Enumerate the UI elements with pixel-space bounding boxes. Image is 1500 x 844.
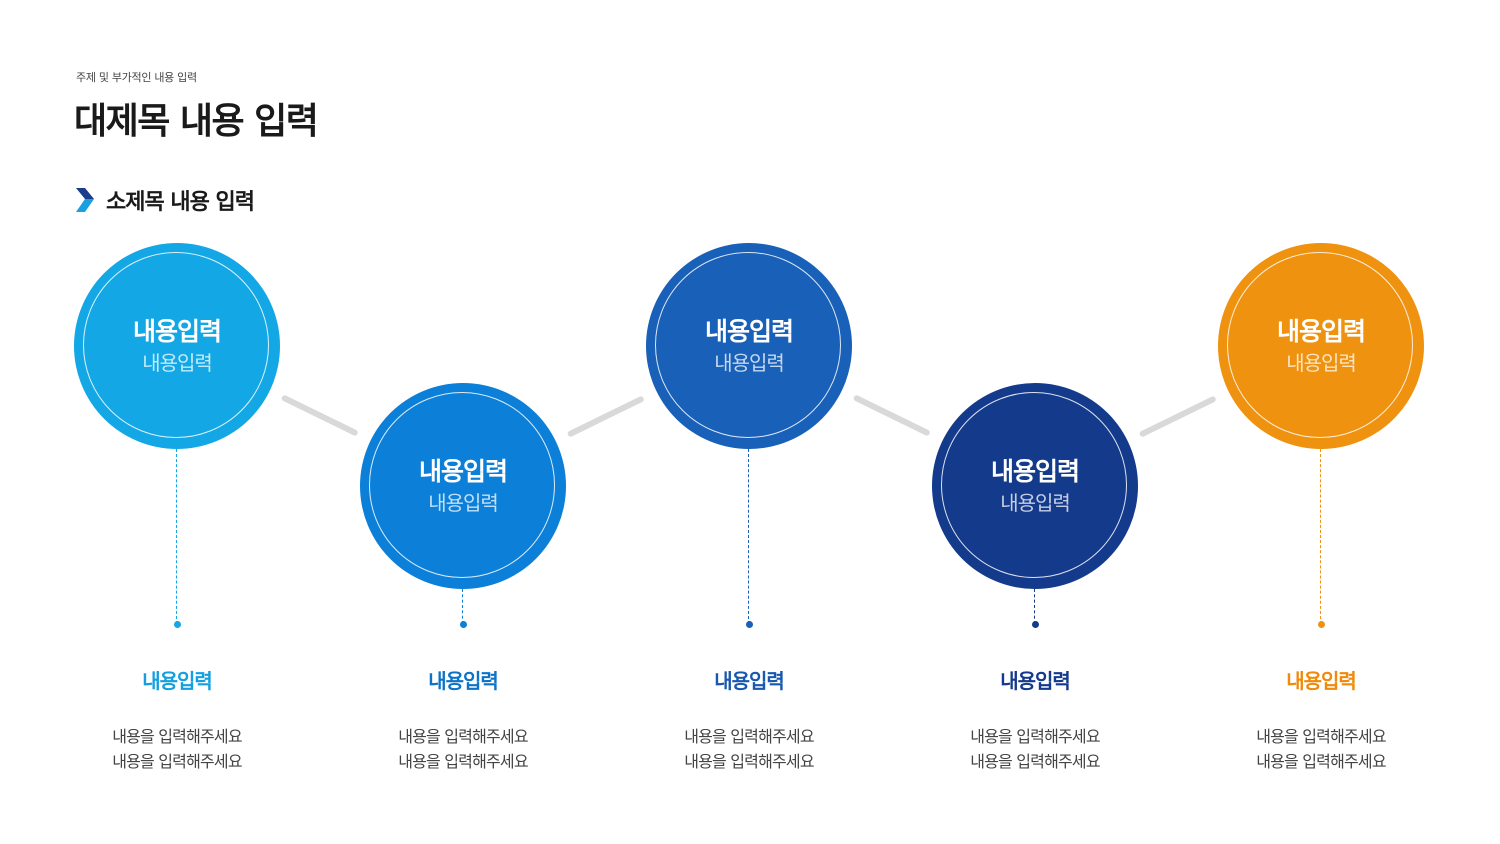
step-description-line: 내용을 입력해주세요 (684, 727, 814, 746)
step-description-line: 내용을 입력해주세요 (112, 752, 242, 771)
step-circle-title: 내용입력 (418, 456, 508, 486)
step-stem (1320, 449, 1322, 624)
connector-line (566, 394, 646, 438)
topic-caption: 주제 및 부가적인 내용 입력 (76, 71, 197, 84)
step-circle-ring (83, 252, 269, 438)
step-label-title: 내용입력 (1000, 669, 1071, 693)
step-label-title: 내용입력 (1286, 669, 1357, 693)
step-circle-ring (369, 392, 555, 578)
step-circle-ring (655, 252, 841, 438)
step-circle-subtitle: 내용입력 (1286, 351, 1357, 376)
step-description-line: 내용을 입력해주세요 (398, 727, 528, 746)
step-circle-subtitle: 내용입력 (1000, 491, 1071, 516)
step-description-line: 내용을 입력해주세요 (1256, 727, 1386, 746)
step-stem (1034, 589, 1036, 624)
step-description-line: 내용을 입력해주세요 (112, 727, 242, 746)
chevron-right-icon (76, 188, 94, 212)
step-circle-title: 내용입력 (990, 456, 1080, 486)
step-stem (462, 589, 464, 624)
step-label-title: 내용입력 (428, 669, 499, 693)
step-stem (748, 449, 750, 624)
step-dot (459, 621, 467, 628)
step-circle-ring (941, 392, 1127, 578)
step-description-line: 내용을 입력해주세요 (1256, 752, 1386, 771)
step-circle-subtitle: 내용입력 (714, 351, 785, 376)
subtitle-row: 소제목 내용 입력 (76, 184, 255, 216)
step-circle-title: 내용입력 (704, 316, 794, 346)
step-label-title: 내용입력 (142, 669, 213, 693)
step-label-title: 내용입력 (714, 669, 785, 693)
step-description-line: 내용을 입력해주세요 (970, 727, 1100, 746)
connector-line (280, 394, 360, 438)
step-dot (173, 621, 181, 628)
step-dot (745, 621, 753, 628)
step-description-line: 내용을 입력해주세요 (684, 752, 814, 771)
connector-line (852, 394, 932, 438)
step-description-line: 내용을 입력해주세요 (398, 752, 528, 771)
section-subtitle: 소제목 내용 입력 (106, 190, 255, 215)
step-circle-ring (1227, 252, 1413, 438)
page-title: 대제목 내용 입력 (74, 101, 319, 142)
step-circle-subtitle: 내용입력 (142, 351, 213, 376)
step-circle-title: 내용입력 (132, 316, 222, 346)
step-circle-title: 내용입력 (1276, 316, 1366, 346)
step-dot (1031, 621, 1039, 628)
step-stem (176, 449, 178, 624)
connector-line (1138, 394, 1218, 438)
step-circle-subtitle: 내용입력 (428, 491, 499, 516)
step-dot (1317, 621, 1325, 628)
step-description-line: 내용을 입력해주세요 (970, 752, 1100, 771)
